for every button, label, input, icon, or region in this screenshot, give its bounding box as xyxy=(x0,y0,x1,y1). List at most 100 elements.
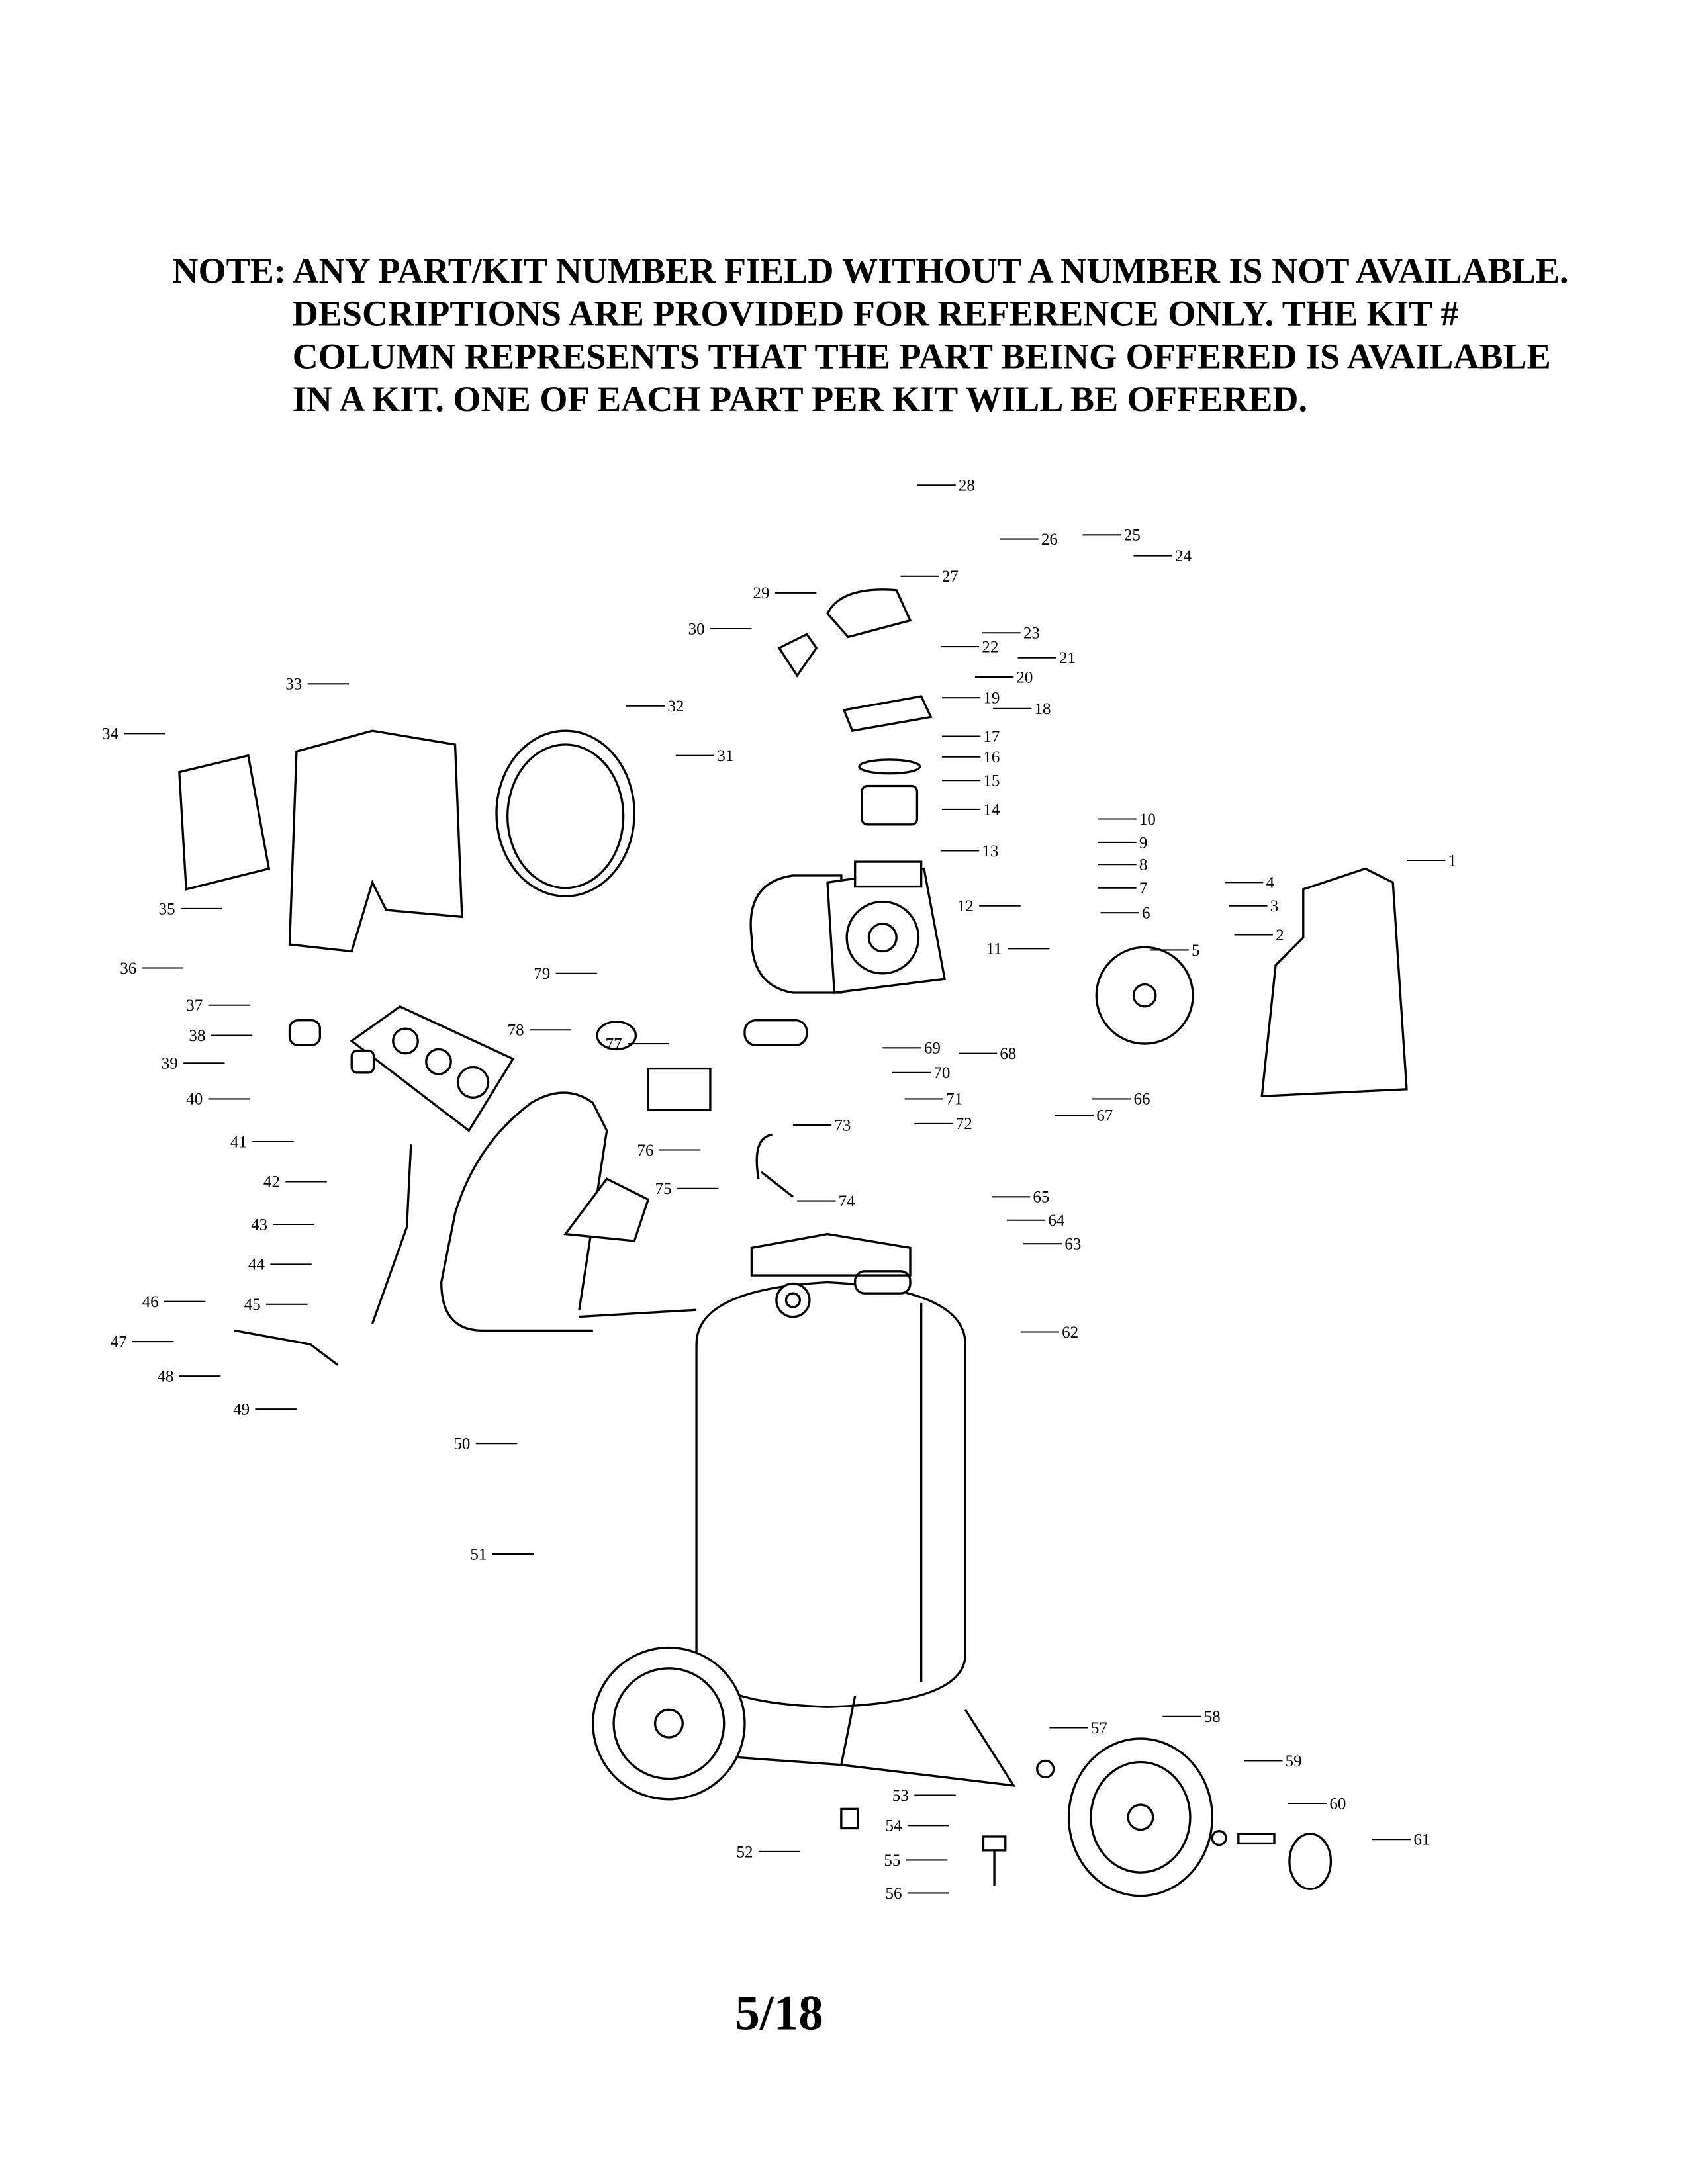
callout-number: 41 xyxy=(230,1133,247,1151)
callout-22: 22 xyxy=(940,638,998,656)
back-plate xyxy=(178,754,271,891)
callout-number: 2 xyxy=(1276,927,1284,944)
callout-number: 66 xyxy=(1134,1091,1150,1109)
callout-34: 34 xyxy=(102,725,166,743)
callout-20: 20 xyxy=(974,668,1033,686)
callout-68: 68 xyxy=(958,1045,1016,1063)
callout-62: 62 xyxy=(1020,1324,1078,1342)
callout-number: 74 xyxy=(839,1193,856,1210)
callout-number: 21 xyxy=(1059,649,1076,667)
callout-number: 70 xyxy=(933,1064,950,1082)
callout-number: 48 xyxy=(158,1368,174,1386)
callout-39: 39 xyxy=(162,1055,225,1073)
callout-number: 36 xyxy=(120,960,136,978)
callout-11: 11 xyxy=(986,940,1050,958)
callout-30: 30 xyxy=(688,620,752,638)
callout-number: 61 xyxy=(1413,1831,1430,1849)
callout-number: 30 xyxy=(688,620,705,638)
shroud-right xyxy=(1260,867,1408,1098)
callout-70: 70 xyxy=(892,1064,950,1082)
callout-45: 45 xyxy=(244,1296,308,1314)
callout-73: 73 xyxy=(792,1116,851,1134)
callout-number: 44 xyxy=(248,1256,265,1274)
callout-number: 5 xyxy=(1192,942,1200,960)
callout-number: 60 xyxy=(1329,1795,1346,1813)
callout-65: 65 xyxy=(991,1189,1049,1206)
callout-number: 68 xyxy=(1000,1045,1016,1063)
callout-number: 25 xyxy=(1124,527,1141,545)
callout-53: 53 xyxy=(892,1787,956,1805)
callout-labels: 1234567891011121314151617181920212223242… xyxy=(102,477,1456,1903)
callout-48: 48 xyxy=(158,1368,221,1386)
callout-number: 16 xyxy=(983,749,1000,766)
callout-17: 17 xyxy=(941,728,1000,746)
callout-13: 13 xyxy=(940,842,998,860)
callout-number: 71 xyxy=(946,1091,962,1109)
callout-64: 64 xyxy=(1006,1212,1065,1230)
callout-number: 14 xyxy=(983,801,1000,819)
callout-number: 54 xyxy=(886,1817,903,1835)
callout-number: 29 xyxy=(753,584,770,602)
pressure-switch xyxy=(647,1067,712,1111)
callout-10: 10 xyxy=(1098,811,1156,829)
callout-number: 3 xyxy=(1270,897,1279,915)
callout-number: 57 xyxy=(1091,1719,1107,1737)
callout-60: 60 xyxy=(1288,1795,1346,1813)
callout-number: 43 xyxy=(251,1216,267,1234)
wheel-right xyxy=(1067,1737,1213,1897)
callout-number: 35 xyxy=(159,900,175,918)
exploded-view-drawing xyxy=(178,588,1408,1897)
callout-26: 26 xyxy=(1000,531,1058,549)
callout-27: 27 xyxy=(900,568,959,586)
callout-4: 4 xyxy=(1225,874,1275,892)
callout-79: 79 xyxy=(534,965,598,983)
callout-37: 37 xyxy=(186,997,250,1015)
callout-12: 12 xyxy=(957,897,1021,915)
control-panel xyxy=(350,1005,515,1132)
callout-24: 24 xyxy=(1133,547,1192,565)
callout-number: 56 xyxy=(886,1885,902,1903)
note-block: NOTE: ANY PART/KIT NUMBER FIELD WITHOUT … xyxy=(172,251,1568,419)
callout-51: 51 xyxy=(470,1545,534,1563)
callout-number: 33 xyxy=(285,676,302,694)
callout-14: 14 xyxy=(941,801,1000,819)
callout-7: 7 xyxy=(1098,880,1147,897)
callout-69: 69 xyxy=(882,1040,941,1058)
cylinder-head xyxy=(826,588,912,639)
callout-8: 8 xyxy=(1098,856,1147,874)
callout-9: 9 xyxy=(1098,834,1147,852)
callout-number: 40 xyxy=(186,1091,203,1109)
callout-77: 77 xyxy=(606,1035,669,1053)
callout-number: 47 xyxy=(111,1333,127,1351)
callout-41: 41 xyxy=(230,1133,294,1151)
callout-number: 46 xyxy=(142,1293,159,1311)
callout-number: 27 xyxy=(942,568,959,586)
callout-number: 53 xyxy=(892,1787,909,1805)
callout-number: 6 xyxy=(1142,905,1150,923)
callout-78: 78 xyxy=(508,1022,571,1040)
callout-40: 40 xyxy=(186,1091,250,1109)
callout-66: 66 xyxy=(1092,1091,1150,1109)
wheel-left xyxy=(592,1646,746,1801)
callout-23: 23 xyxy=(982,625,1040,643)
callout-number: 12 xyxy=(957,897,974,915)
callout-number: 23 xyxy=(1023,625,1040,643)
callout-1: 1 xyxy=(1407,852,1456,870)
callout-75: 75 xyxy=(655,1180,719,1198)
callout-25: 25 xyxy=(1082,527,1141,545)
callout-35: 35 xyxy=(159,900,222,918)
note-line-4: IN A KIT. ONE OF EACH PART PER KIT WILL … xyxy=(293,379,1307,419)
callout-28: 28 xyxy=(917,477,975,495)
callout-18: 18 xyxy=(993,700,1051,718)
callout-number: 39 xyxy=(162,1055,178,1073)
callout-number: 75 xyxy=(655,1180,672,1198)
callout-57: 57 xyxy=(1049,1719,1107,1737)
callout-52: 52 xyxy=(737,1843,800,1861)
callout-63: 63 xyxy=(1023,1236,1081,1253)
callout-16: 16 xyxy=(941,749,1000,766)
callout-49: 49 xyxy=(233,1401,297,1419)
callout-47: 47 xyxy=(111,1333,174,1351)
callout-31: 31 xyxy=(675,747,733,765)
power-cord xyxy=(495,729,636,897)
callout-number: 19 xyxy=(983,690,1000,707)
